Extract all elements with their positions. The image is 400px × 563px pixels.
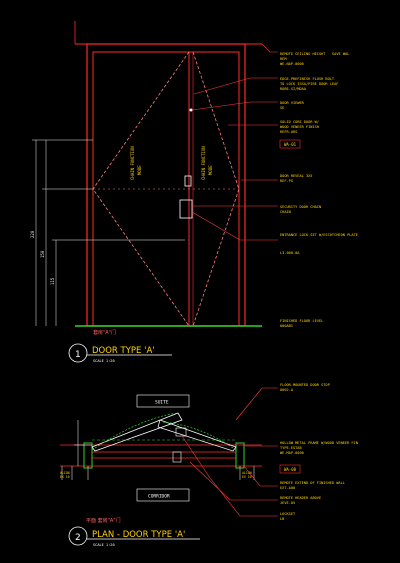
plan-callout-stop-l2: 0002-A — [280, 388, 294, 392]
left-swing-sub: MODE — [137, 165, 142, 175]
handle-plan — [172, 451, 182, 463]
lockset-plan — [175, 427, 187, 437]
right-swing-arc — [161, 421, 237, 451]
plan-title-number: 2 — [75, 533, 81, 543]
callout-ceiling-l3: WE-NAP-0000 — [280, 62, 304, 66]
corridor-label-box — [136, 488, 190, 502]
door-viewer-mark — [189, 108, 193, 112]
plan-callout-frame-l1: HOLLOW METAL FRAME W/WOOD VENEER FIN — [280, 441, 358, 445]
callout-ceiling-l4: SAVE WOL — [332, 52, 349, 56]
suite-label: SUITE — [155, 400, 169, 406]
callout-flushbolt-l2: TO LOCK ISSA/PIRE DOOR LEAF — [280, 82, 338, 86]
left-leaf-open — [91, 412, 183, 452]
callout-floor-l1: FINISHED FLOOR LEVEL — [280, 319, 323, 323]
plan-dimensions — [61, 420, 255, 480]
door-elevation: CHAIN FUNCTION MODE CHAIN FUNCTION MODE … — [30, 21, 358, 363]
callout-ceiling-l1: REMOTE CEILING HEIGHT — [280, 52, 326, 56]
elevation-callouts: REMOTE CEILING HEIGHT REM WE-NAP-0000 SA… — [280, 52, 358, 328]
plan-chinese-label: 平面 套房"A"门 — [86, 517, 121, 524]
plan-callouts: FLOOR-MOUNTED DOOR STOP 0002-A HOLLOW ME… — [280, 383, 358, 521]
callout-flushbolt-l1: EDGE-PREFINISH FLUSH BOLT — [280, 77, 335, 81]
plan-callout-lockset-l1: LOCKSET — [280, 512, 296, 516]
callout-reveal-l1: DOOR REVEAL 3X5 — [280, 174, 312, 178]
elevation-leaders — [191, 43, 278, 241]
door-handle — [184, 175, 192, 187]
plan-callout-wall-l2: EXT-A00 — [280, 486, 295, 490]
right-swing-label: CHAIN FUNCTION — [201, 146, 206, 180]
plan-title-circle — [68, 526, 88, 546]
elevation-title: DOOR TYPE 'A' — [92, 346, 155, 356]
plan-material-tag-box — [279, 464, 301, 474]
lock-escutcheon — [179, 199, 193, 219]
callout-flushbolt-l3: ROBE-SI/MDAA — [280, 87, 307, 91]
plan-leaders — [181, 387, 278, 517]
left-swing-label: CHAIN FUNCTION — [130, 146, 135, 180]
callout-viewer-l2: SE — [280, 106, 284, 110]
callout-ceiling-l2: REM — [280, 57, 287, 61]
suite-label-box — [136, 394, 190, 408]
material-tag: WA-01 — [284, 142, 297, 147]
plan-callout-stop-l1: FLOOR-MOUNTED DOOR STOP — [280, 383, 330, 387]
left-swing-arc — [91, 412, 179, 451]
plan-scale: SCALE 1:20 — [93, 543, 115, 547]
callout-chain-l1: SECURITY DOOR CHAIN — [280, 205, 321, 209]
elevation-title-circle — [68, 343, 88, 363]
plan-callout-header-l1: REMOTE HEADER ABOVE — [280, 496, 321, 500]
right-leaf-open — [157, 419, 237, 452]
plan-title: PLAN - DOOR TYPE 'A' — [92, 530, 185, 540]
callout-solidcore-l1: SOLID CORE DOOR W/ — [280, 120, 319, 124]
plan-callout-frame-l2: TYPE-ESTAB — [280, 446, 302, 450]
callout-viewer-l1: DOOR VIEWER — [280, 101, 305, 105]
dim-lock-height: 115 — [50, 277, 55, 285]
plan-callout-wall-l1: REMOTE EXTEND OF FINISHED WALL — [280, 481, 345, 485]
right-leaf-swing-indicator — [192, 51, 240, 327]
callout-solidcore-l3: REFR-ARS — [280, 130, 297, 134]
plan-callout-frame-l3: WE-MAP-0000 — [280, 451, 304, 455]
elevation-dimensions — [32, 139, 185, 326]
callout-solidcore-l2: WOOD VENEER FINISH — [280, 125, 319, 129]
dim-overall-height: 220 — [30, 230, 35, 238]
callout-lockset-l2: L3.000-0A — [280, 251, 300, 255]
callout-chain-l2: CHAIN — [280, 210, 291, 214]
plan-callout-lockset-l2: LB — [280, 517, 284, 521]
material-tag-box — [279, 139, 301, 149]
elevation-chinese-label: 套房"A"门 — [93, 329, 116, 336]
callout-lockset-l1: ENTRANCE LOCK SET W/ESCUTCHEON PLATE — [280, 233, 358, 237]
elevation-scale: SCALE 1:20 — [93, 359, 115, 363]
callout-reveal-l2: REF-PG — [280, 179, 293, 183]
callout-floor-l2: 000ABI — [280, 324, 293, 328]
elevation-title-number: 1 — [75, 350, 81, 360]
plan-callout-header-l2: JEVE-05 — [280, 501, 295, 505]
dim-handle-height: 150 — [40, 250, 45, 258]
right-swing-sub: MODE — [208, 165, 213, 175]
corridor-label: CORRIDOR — [148, 494, 170, 500]
plan-material-tag: WA-08 — [284, 467, 297, 472]
